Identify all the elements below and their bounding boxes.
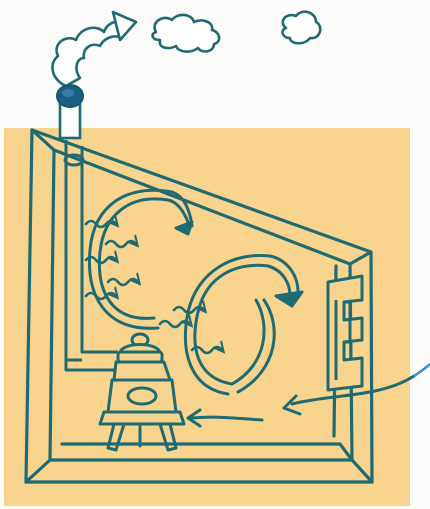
wood-stove-icon xyxy=(98,332,186,452)
inflow-draft-tail xyxy=(413,363,430,378)
stove-flue-pipe xyxy=(63,140,118,372)
chimney-pipe xyxy=(56,84,84,140)
heat-wave-arrows xyxy=(84,221,222,355)
smoke-cloud-icon xyxy=(51,10,322,88)
window-icon xyxy=(326,274,364,392)
